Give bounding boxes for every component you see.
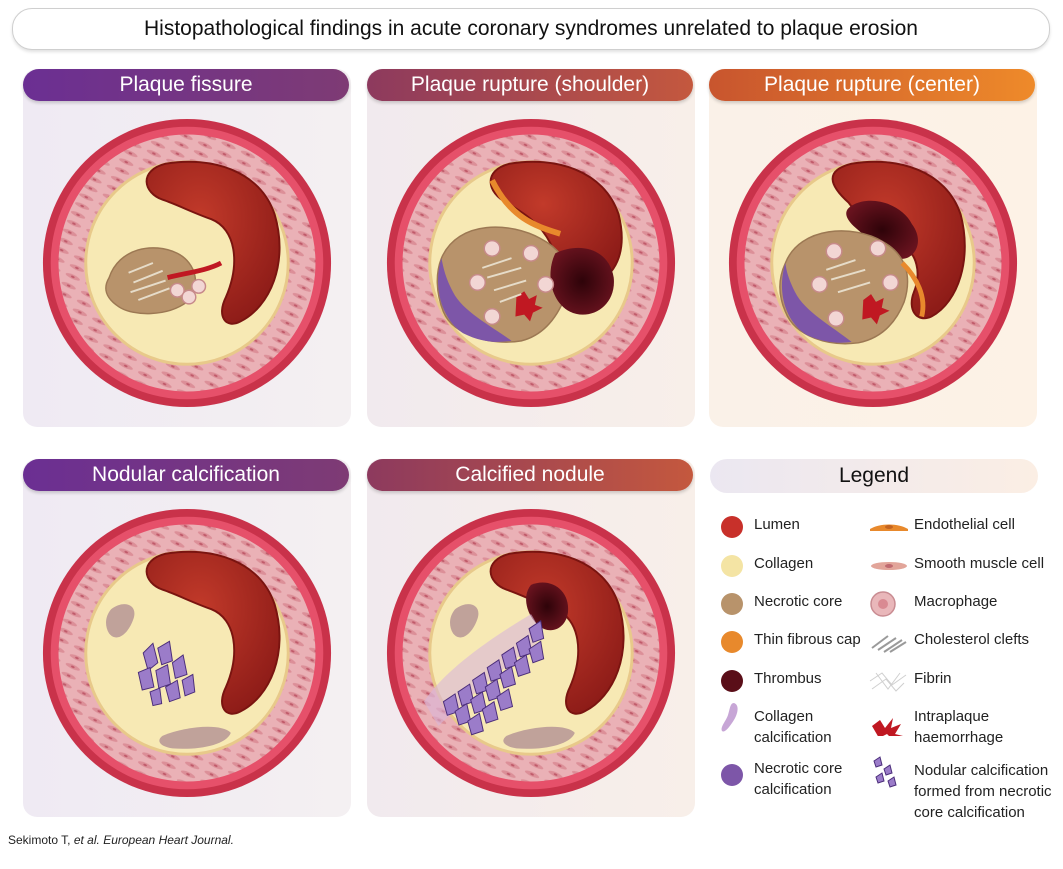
nodular-calcification-icon	[868, 756, 914, 788]
panel-plaque-fissure: Plaque fissure	[23, 69, 351, 427]
macrophage-icon	[868, 591, 914, 617]
legend-title: Legend	[710, 459, 1038, 493]
dark-red-dot-icon	[720, 668, 754, 694]
legend-item-lumen: Lumen	[720, 514, 800, 540]
yellow-dot-icon	[720, 553, 754, 579]
red-dot-icon	[720, 514, 754, 540]
panel-title-plaque-rupture-center: Plaque rupture (center)	[709, 69, 1035, 101]
orange-dot-icon	[720, 629, 754, 655]
nodular-calcification-vessel	[42, 508, 332, 798]
panel-title-plaque-fissure: Plaque fissure	[23, 69, 349, 101]
legend-item-thin-fibrous-cap: Thin fibrous cap	[720, 629, 861, 655]
smooth-muscle-cell-icon	[868, 553, 914, 579]
calcified-nodule-vessel	[386, 508, 676, 798]
legend-item-cholesterol-clefts: Cholesterol clefts	[868, 629, 1029, 655]
plaque-rupture-shoulder-vessel	[386, 118, 676, 408]
panel-plaque-rupture-shoulder: Plaque rupture (shoulder)	[367, 69, 695, 427]
panel-title-plaque-rupture-shoulder: Plaque rupture (shoulder)	[367, 69, 693, 101]
legend-item-endothelial-cell: Endothelial cell	[868, 514, 1015, 540]
panel-title-nodular-calcification: Nodular calcification	[23, 459, 349, 491]
legend-item-macrophage: Macrophage	[868, 591, 997, 617]
collagen-calcification-icon	[720, 703, 754, 732]
legend-item-thrombus: Thrombus	[720, 668, 822, 694]
plaque-rupture-center-vessel	[728, 118, 1018, 408]
cholesterol-clefts-icon	[868, 629, 914, 655]
tan-dot-icon	[720, 591, 754, 617]
panel-nodular-calcification: Nodular calcification	[23, 459, 351, 817]
plaque-fissure-vessel	[42, 118, 332, 408]
figure-title: Histopathological findings in acute coro…	[12, 8, 1050, 50]
fibrin-icon	[868, 668, 914, 694]
legend-item-necrotic-core: Necrotic core	[720, 591, 842, 617]
haemorrhage-icon	[868, 706, 914, 736]
endothelial-cell-icon	[868, 514, 914, 540]
legend-item-fibrin: Fibrin	[868, 668, 952, 694]
purple-dot-icon	[720, 758, 754, 786]
legend-item-smooth-muscle-cell: Smooth muscle cell	[868, 553, 1044, 579]
citation: Sekimoto T, et al. European Heart Journa…	[8, 833, 234, 847]
panel-plaque-rupture-center: Plaque rupture (center)	[709, 69, 1037, 427]
panel-title-calcified-nodule: Calcified nodule	[367, 459, 693, 491]
panel-calcified-nodule: Calcified nodule	[367, 459, 695, 817]
legend-item-collagen: Collagen	[720, 553, 813, 579]
